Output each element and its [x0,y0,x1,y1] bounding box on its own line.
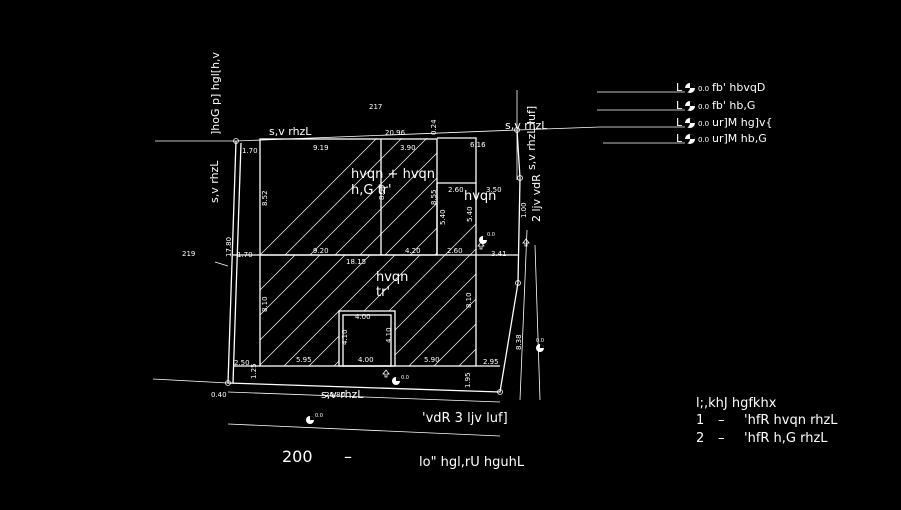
dim-6-16: 6.16 [470,141,486,149]
dim-3-50: 3.50 [486,186,502,194]
plot-number-top: 217 [369,103,382,111]
dim-3-90: 3.90 [400,144,416,152]
notes-dash: – [718,431,725,446]
dim-2-60a: 2.60 [448,186,464,194]
title-label: lo" hgl,rU hguhL [419,455,525,470]
notes-text: 'hfR h,G rhzL [744,431,828,446]
legend-num: 0.0 [698,136,709,144]
dim-8-38: 8.38 [515,334,523,350]
mark-0-0a: 0.0 [487,232,495,238]
plot-boundary [227,129,521,393]
legend-text: fb' hbvqD [712,81,765,94]
notes-title: l;,khJ hgfkhx [696,396,777,411]
legend-text: ur]M hg]v{ [712,116,773,129]
legend-num: 0.0 [698,120,709,128]
inner-room-mask [339,311,395,366]
dim-20-80: 20.80 [325,391,345,399]
dim-5-40a: 5.40 [439,209,447,225]
survey-marks [225,127,523,395]
mark-0-0d: 0.0 [315,413,323,419]
notes-dash: – [718,413,725,428]
legend-glyph: L [676,99,683,112]
legend-num: 0.0 [698,85,709,93]
dimension-labels: 1.70 9.19 20.96 3.90 0.24 6.16 8.52 8.50… [211,119,544,419]
dim-4-10b: 4.10 [385,327,393,343]
notes-text: 'hfR hvqn rhzL [744,413,838,428]
legend-text: ur]M hb,G [712,132,767,145]
legend-text: fb' hb,G [712,99,755,112]
mark-0-0b: 0.0 [536,338,544,344]
scale-dash: – [344,447,352,466]
notes: l;,khJ hgfkhx 1 – 'hfR hvqn rhzL 2 – 'hf… [696,396,838,446]
dim-8-55: 8.55 [430,189,438,205]
dim-8-10b: 8.10 [465,292,473,308]
notes-num: 1 [696,413,704,428]
lower-block-label-2: tr' [376,285,390,300]
notes-num: 2 [696,431,704,446]
dim-9-19: 9.19 [313,144,329,152]
bottom-plot-label: 'vdR 3 ljv luf] [422,411,508,426]
scale-label: 200 [282,447,313,466]
dim-5-40b: 5.40 [466,206,474,222]
building-walls [233,137,518,367]
lower-block-label-1: hvqn [376,270,408,285]
dim-2-60b: 2.60 [447,247,463,255]
legend: L 0.0 fb' hbvqD L 0.0 fb' hb,G L 0.0 ur]… [676,81,773,145]
dim-2-50: 2.50 [234,359,250,367]
dim-1-70b: 1.70 [237,251,253,259]
legend-glyph: L [676,81,683,94]
legend-symbols [685,83,695,144]
bottom-road-label: s,v rhzL [321,388,364,401]
dim-1-00: 1.00 [520,202,528,218]
legend-glyph: L [676,132,683,145]
top-road-label: s,v rhzL [269,125,312,138]
dim-4-00a: 4.00 [355,313,371,321]
upper-block-label-2: h,G tr' [351,183,392,198]
arrow-icons [382,238,530,378]
dim-8-50: 8.50 [378,184,386,200]
dim-0-24: 0.24 [430,119,438,135]
benchmark-icons [306,236,544,424]
dim-18-15: 18.15 [346,258,366,266]
dim-17-80: 17.80 [225,237,233,257]
dim-5-95: 5.95 [296,356,312,364]
dim-2-95: 2.95 [483,358,499,366]
mark-0-0c: 0.0 [401,375,409,381]
dim-1-25: 1.25 [250,363,258,379]
small-block-label: hvqn [464,189,496,204]
hatch-upper-small [437,183,476,255]
left-road-label: s,v rhzL [208,160,221,203]
legend-glyph: L [676,116,683,129]
dim-8-10a: 8.10 [261,296,269,312]
dim-8-52: 8.52 [261,190,269,206]
right-vertical-label: s,v rhzL luf] [525,106,538,170]
hatch-upper [260,138,437,255]
dim-1-70a: 1.70 [242,147,258,155]
hatch-lower [260,255,476,366]
dim-9-20: 9.20 [313,247,329,255]
dim-1-95: 1.95 [464,372,472,388]
left-top-label: ]hoG p] hgl[h,v [209,51,222,135]
right-vertical-label-2: 2 ljv vdR [530,174,543,222]
plot-number-left: 219 [182,250,195,258]
dim-20-96: 20.96 [385,129,406,137]
dim-4-10a: 4.10 [341,329,349,345]
upper-block-label-1: hvqn + hvqn [351,167,435,182]
dim-5-90: 5.90 [424,356,440,364]
right-top-road-label: s,v rhzL [505,119,548,132]
dim-3-41: 3.41 [491,250,507,258]
dim-4-20: 4.20 [405,247,421,255]
dim-0-40: 0.40 [211,391,227,399]
dim-4-00b: 4.00 [358,356,374,364]
legend-num: 0.0 [698,103,709,111]
